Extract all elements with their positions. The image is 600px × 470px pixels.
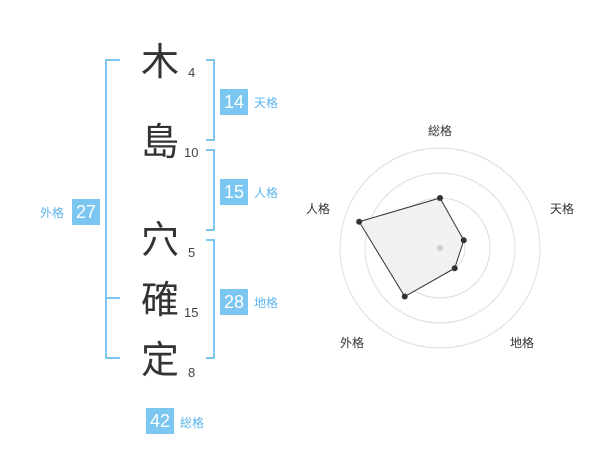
stroke-count-3: 5	[188, 245, 196, 260]
name-char-5: 定	[140, 338, 179, 382]
radar-grid-ring-4	[339, 147, 541, 349]
soukaku-label: 総格	[180, 416, 205, 430]
chikaku-value-badge: 28	[220, 289, 248, 315]
radar-center-dot	[437, 245, 443, 251]
jinkaku-value-badge: 15	[220, 179, 248, 205]
tenkaku-value-badge: 14	[220, 89, 248, 115]
radar-label-soukaku: 総格	[428, 124, 453, 138]
tenkaku-bracket	[206, 59, 215, 141]
gaikaku-bracket	[105, 59, 120, 359]
gaikaku-value-badge: 27	[72, 199, 100, 225]
chikaku-bracket	[206, 239, 215, 359]
name-char-3: 穴	[140, 218, 179, 262]
name-char-2: 島	[140, 120, 179, 164]
stroke-count-4: 15	[184, 305, 199, 320]
chikaku-label: 地格	[254, 296, 279, 310]
radar-label-tenkaku: 天格	[550, 202, 575, 216]
radar-grid-ring-3	[364, 172, 516, 324]
name-char-4: 確	[140, 278, 179, 322]
radar-point-right	[460, 237, 467, 244]
name-char-1: 木	[140, 40, 179, 84]
radar-label-chikaku: 地格	[510, 336, 535, 350]
tenkaku-label: 天格	[254, 96, 279, 110]
stroke-count-1: 4	[188, 65, 196, 80]
stroke-count-2: 10	[184, 145, 199, 160]
stroke-count-5: 8	[188, 365, 196, 380]
radar-point-top	[437, 195, 443, 201]
jinkaku-bracket	[206, 149, 215, 231]
radar-point-left	[356, 218, 363, 225]
jinkaku-label: 人格	[254, 186, 279, 200]
radar-label-jinkaku: 人格	[306, 202, 331, 216]
radar-point-bottom_left	[401, 293, 408, 300]
gaikaku-label: 外格	[40, 206, 65, 220]
radar-polygon	[358, 197, 465, 298]
soukaku-value-badge: 42	[146, 408, 174, 434]
radar-label-gaikaku: 外格	[340, 336, 365, 350]
radar-point-bottom_right	[451, 265, 458, 272]
